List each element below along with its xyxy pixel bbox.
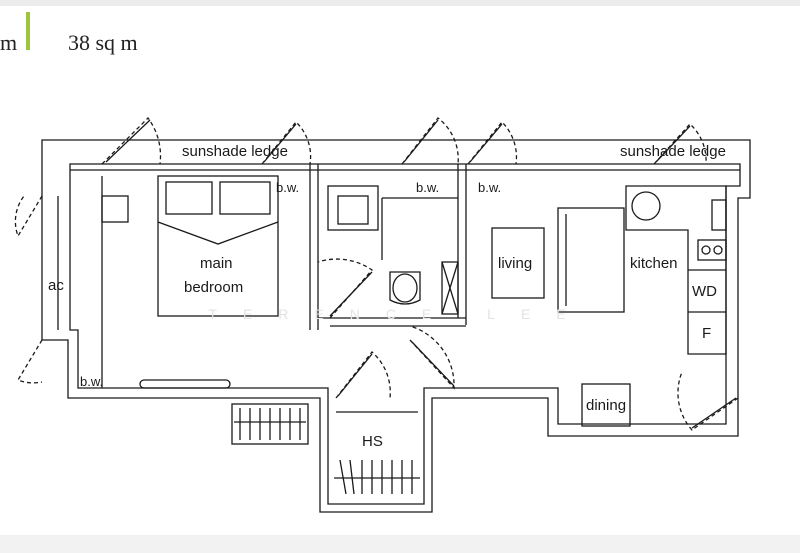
header-unit-fragment: m [0,30,18,55]
wd-label: WD [692,283,717,300]
hob-ring-1 [701,245,711,255]
wardrobe-hangers [231,403,309,445]
bed [157,175,279,317]
watermark: TERENCE LEE [208,306,592,322]
bottom-strip [0,535,800,553]
main-bedroom-label-line1: main [200,255,233,272]
bw-living-top-label: b.w. [478,180,501,195]
plan-lines [14,117,751,513]
top-strip [0,0,800,6]
bed-blanket [157,221,279,245]
header-accent-bar [26,12,30,50]
ac-swing [14,195,43,238]
bath-door-leaf [329,271,373,317]
pillow-right [219,181,271,215]
shower-tray [441,261,459,315]
window-leaf-3 [403,119,439,163]
window-swing-5 [653,123,707,165]
window-leaf-1 [105,119,151,163]
ac-swing-2 [17,339,43,384]
bedroom-rug [139,379,231,389]
bath-door-swing [317,258,373,319]
sunshade-ledge-left-label: sunshade ledge [182,143,288,160]
toilet-bowl [392,273,418,303]
kitchen-counter [625,185,727,355]
bw-bedroom-bottom-label: b.w. [80,374,103,389]
window-swing-3 [401,117,459,165]
wash-basin-counter [327,185,379,231]
window-leaf-2 [263,123,297,163]
sunshade-ledge-right-label: sunshade ledge [620,143,726,160]
hob-ring-2 [713,245,723,255]
bedside-table [101,195,129,223]
main-bedroom-label-line2: bedroom [184,279,243,296]
window-swing-4 [467,121,518,165]
living-sofa [557,207,625,313]
main-door-leaf [691,397,737,429]
header-area: 38 sq m [68,30,138,55]
hs-label: HS [362,433,383,450]
ac-label: ac [48,277,64,294]
kitchen-shelf [711,199,727,231]
fridge-label: F [702,325,711,342]
main-door-swing [677,371,739,431]
entry-door-swing-1 [335,351,391,399]
shower-tray-x2 [441,261,459,315]
pillow-left [165,181,213,215]
outer-wall-outline [41,139,751,513]
hs-hangers [334,459,420,495]
living-coffee-table [491,227,545,299]
dining-table [581,383,631,427]
entry-door-swing-2 [409,325,455,390]
window-leaf-4 [469,123,503,163]
dining-label: dining [586,397,626,414]
kitchen-label: kitchen [630,255,678,272]
inner-wall-outline [69,163,741,505]
cooker-hob [697,239,727,261]
bw-bedroom-top-label: b.w. [276,180,299,195]
entry-door-leaf-2 [411,341,455,387]
entry-door-leaf-1 [337,353,373,397]
window-leaf-5 [655,125,691,163]
kitchen-sink [631,191,661,221]
wash-basin [337,195,369,225]
door-swings [14,117,739,431]
living-label: living [498,255,532,272]
window-swing-1 [101,117,162,165]
bw-bath-top-label: b.w. [416,180,439,195]
toilet [389,271,421,305]
